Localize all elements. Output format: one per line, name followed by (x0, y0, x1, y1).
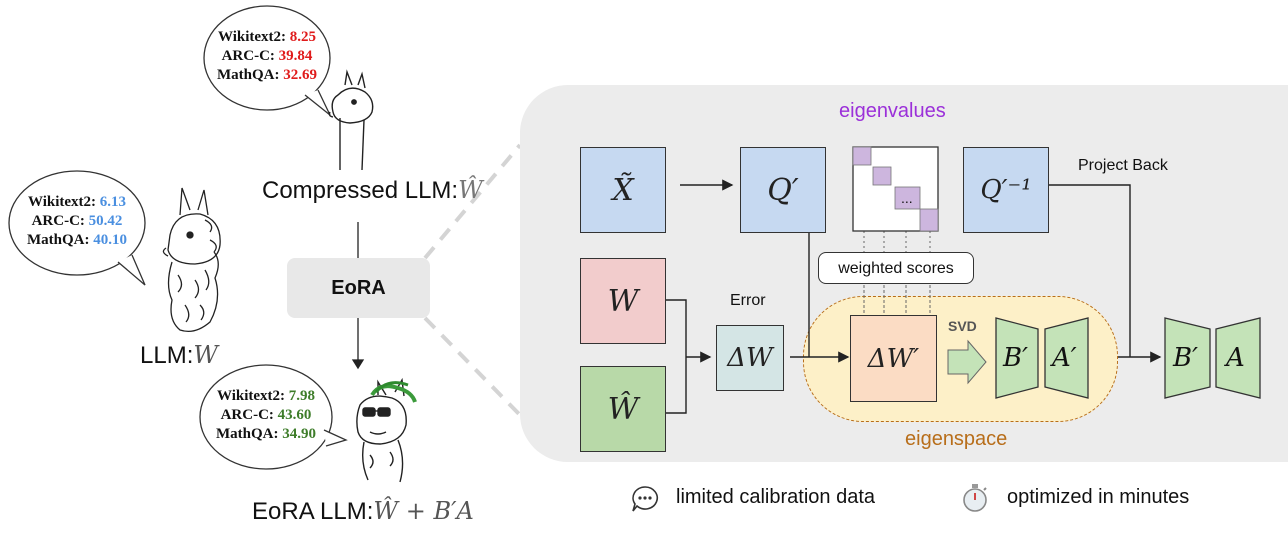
eigenvalue-matrix (852, 146, 939, 232)
left-flow-lines (351, 222, 365, 370)
original-llama-icon (162, 187, 221, 333)
original-bubble-text: Wikitext2: 6.13 ARC-C: 50.42 MathQA: 40.… (27, 194, 127, 248)
compressed-bubble-text: Wikitext2: 8.25 ARC-C: 39.84 MathQA: 32.… (217, 29, 317, 83)
project-back-label: Project Back (1078, 157, 1168, 174)
w-hat-box: Ŵ (580, 366, 666, 452)
b-prime-trapezoid (995, 317, 1039, 399)
q-prime-box: Q′ (740, 147, 826, 233)
w-box: W (580, 258, 666, 344)
error-label: Error (730, 292, 766, 309)
eora-box-label: EoRA (331, 277, 386, 299)
x-tilde-box: X̃ (580, 147, 666, 233)
llm-label: LLM:W (140, 341, 219, 369)
eigenvalues-label: eigenvalues (839, 100, 946, 122)
compressed-llama-icon (328, 69, 374, 171)
svd-arrow (947, 339, 987, 385)
original-speech-bubble (8, 170, 146, 286)
delta-w-prime-box: ΔW′ (850, 315, 937, 402)
a-out-label: A (1226, 343, 1245, 373)
delta-w-box: ΔW (716, 325, 784, 391)
eora-llama-icon (356, 377, 417, 483)
eora-speech-bubble (199, 364, 348, 470)
diagram-connectors (666, 146, 1261, 414)
q-prime-inv-box: Q′⁻¹ (963, 147, 1049, 233)
left-side-svg (8, 5, 520, 483)
eigenspace-label: eigenspace (905, 428, 1008, 450)
eora-bubble-text: Wikitext2: 7.98 ARC-C: 43.60 MathQA: 34.… (216, 388, 316, 442)
svd-label: SVD (948, 318, 977, 334)
perspective-dashes (423, 143, 520, 417)
minutes-text: optimized in minutes (1007, 486, 1190, 508)
b-prime-label: B′ (1003, 343, 1029, 373)
calibration-text: limited calibration data (676, 486, 875, 508)
compressed-speech-bubble (203, 5, 331, 116)
b-prime-out-trapezoid (1164, 317, 1211, 399)
eora-llm-label: EoRA LLM:Ŵ + B′A (252, 497, 474, 525)
a-out-trapezoid (1215, 317, 1261, 399)
a-prime-trapezoid (1044, 317, 1089, 399)
eora-box-bg (287, 258, 430, 318)
a-prime-label: A′ (1052, 343, 1077, 373)
stopwatch-icon (963, 484, 987, 512)
compressed-llm-label: Compressed LLM:Ŵ (262, 176, 483, 204)
chat-bubble-icon (632, 486, 659, 512)
matrix-ellipsis: ... (901, 190, 913, 206)
weighted-scores-label: weighted scores (818, 252, 974, 284)
b-prime-out-label: B′ (1173, 343, 1199, 373)
